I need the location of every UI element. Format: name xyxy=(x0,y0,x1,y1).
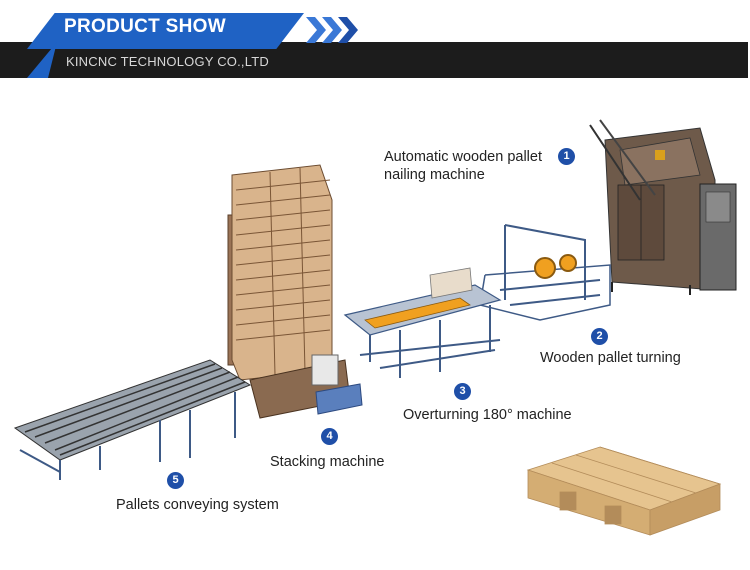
conveyor-drawing xyxy=(13,359,252,480)
wooden-pallet-drawing xyxy=(526,446,722,536)
stacking-machine-drawing xyxy=(227,164,363,419)
callout-pallet-turning: Wooden pallet turning xyxy=(540,350,681,366)
callout-overturning-machine: Overturning 180° machine xyxy=(403,407,572,423)
overturning-machine-drawing xyxy=(343,267,502,378)
callout-number-badge: 3 xyxy=(454,383,471,400)
callout-number-badge: 1 xyxy=(558,148,575,165)
pallet-turning-drawing xyxy=(479,224,611,321)
page-title: PRODUCT SHOW xyxy=(64,16,226,37)
callout-number-badge: 5 xyxy=(167,472,184,489)
callout-stacking-machine: Stacking machine xyxy=(270,454,385,470)
callout-nailing-machine: Automatic wooden pallet nailing machine xyxy=(384,149,542,183)
callout-number-badge: 2 xyxy=(591,328,608,345)
header-title-tab xyxy=(27,13,304,49)
callout-number-badge: 4 xyxy=(321,428,338,445)
company-name: KINCNC TECHNOLOGY CO.,LTD xyxy=(66,54,269,69)
nailing-machine-drawing xyxy=(589,119,737,295)
callout-conveying-system: Pallets conveying system xyxy=(116,497,279,513)
